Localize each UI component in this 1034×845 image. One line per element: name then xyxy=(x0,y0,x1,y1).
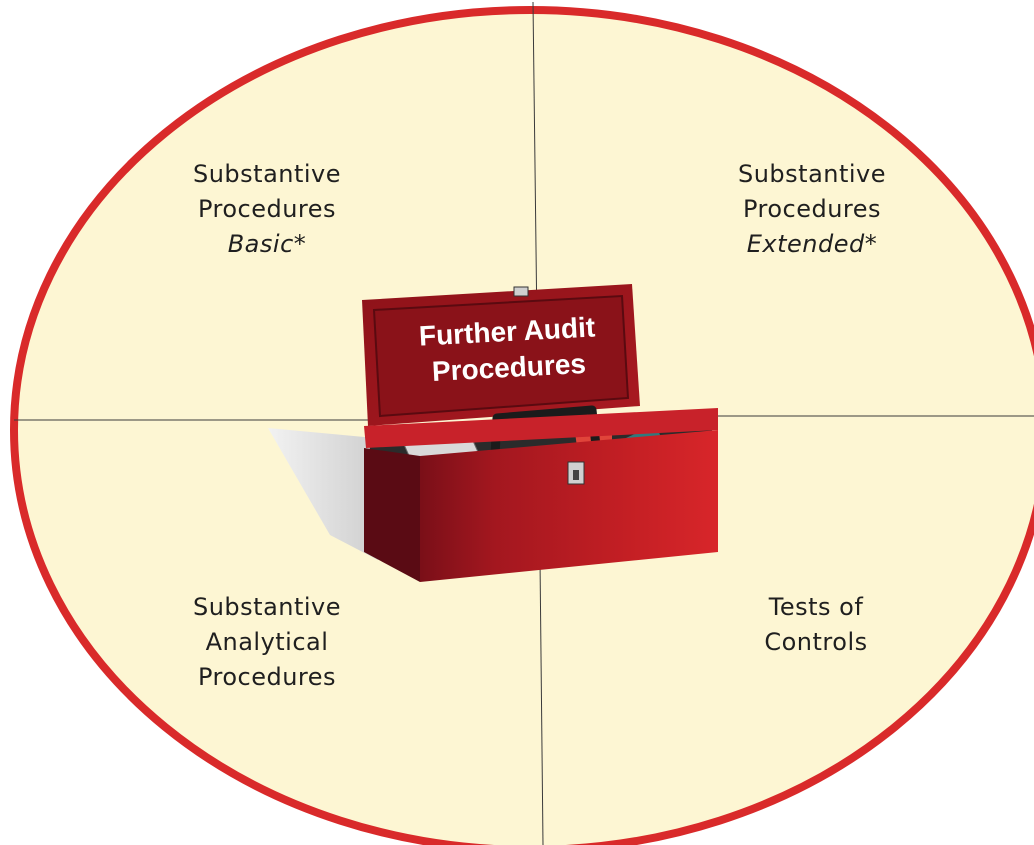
toolbox-title: Further Audit Procedures xyxy=(381,308,634,393)
quadrant-label-line: Procedures xyxy=(197,195,337,223)
quadrant-label-line: Procedures xyxy=(742,195,882,223)
toolbox-rim xyxy=(364,408,718,448)
toolbox-side xyxy=(364,448,420,582)
quadrant-label-line: Controls xyxy=(764,628,868,656)
quadrant-substantive-basic: Substantive Procedures Basic* xyxy=(127,157,407,262)
quadrant-label-line: Tests of xyxy=(768,593,864,621)
quadrant-substantive-extended: Substantive Procedures Extended* xyxy=(672,157,952,262)
quadrant-label-line: Substantive xyxy=(192,593,342,621)
toolbox-lid-inner xyxy=(372,294,630,418)
divider-vertical-bottom xyxy=(539,559,544,845)
quadrant-substantive-analytical: Substantive Analytical Procedures xyxy=(127,590,407,695)
quadrant-label-qualifier: Extended* xyxy=(746,230,878,258)
quadrant-label-line: Substantive xyxy=(737,160,887,188)
quadrant-label-line: Substantive xyxy=(192,160,342,188)
quadrant-label-line: Analytical xyxy=(205,628,329,656)
toolbox-front xyxy=(420,430,718,582)
quadrant-tests-of-controls: Tests of Controls xyxy=(676,590,956,660)
quadrant-label-qualifier: Basic* xyxy=(227,230,307,258)
toolbox-shadow xyxy=(268,428,378,560)
toolbox-latch-slot xyxy=(573,470,579,480)
quadrant-label-line: Procedures xyxy=(197,663,337,691)
divider-vertical-top xyxy=(532,1,538,331)
toolbox-icon xyxy=(268,284,718,582)
toolbox-lid-latch xyxy=(513,286,529,297)
